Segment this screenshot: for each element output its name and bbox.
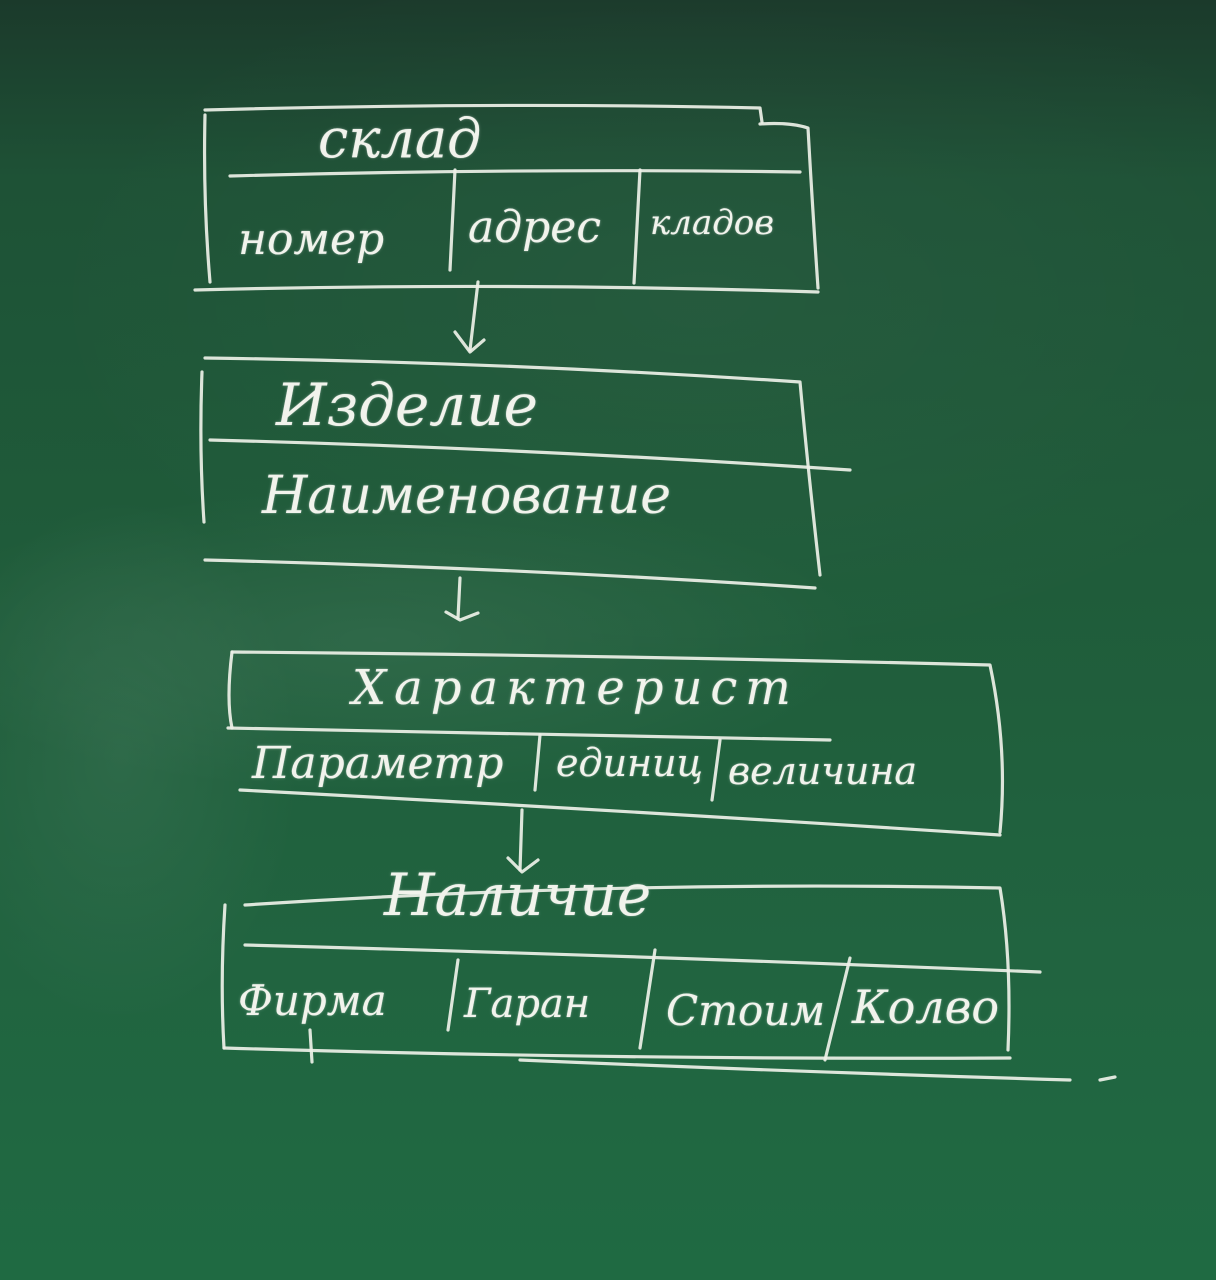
entity-title-izdelie: Изделие — [276, 371, 538, 439]
attribute-kladov: кладов — [650, 203, 775, 243]
attribute-parametr: Параметр — [252, 738, 504, 789]
attribute-naimenovanie: Наименование — [262, 466, 672, 526]
entity-title-sklad: склад — [318, 107, 482, 170]
attribute-velichina: величина — [728, 749, 918, 793]
attribute-stoim: Стоим — [666, 986, 826, 1035]
attribute-edinic: единиц — [556, 741, 704, 785]
arrow-sklad-to-izdelie — [453, 280, 486, 354]
attribute-kolvo: Колво — [852, 980, 1000, 1034]
entity-nalichie-box — [220, 884, 1117, 1082]
entity-izdelie-box — [199, 356, 852, 590]
entity-harakterist-box — [226, 650, 1005, 837]
entity-title-harakterist: Характерист — [352, 660, 799, 716]
attribute-nomer: номер — [238, 214, 385, 265]
arrow-izdelie-to-harakterist — [444, 576, 480, 622]
attribute-firma: Фирма — [238, 976, 387, 1025]
entity-title-nalichie: Наличие — [384, 861, 652, 929]
attribute-garan: Гаран — [464, 981, 591, 1027]
attribute-adres: адрес — [468, 202, 601, 253]
arrow-harakterist-to-nalichie — [506, 808, 540, 874]
entity-sklad-box — [193, 103, 820, 294]
